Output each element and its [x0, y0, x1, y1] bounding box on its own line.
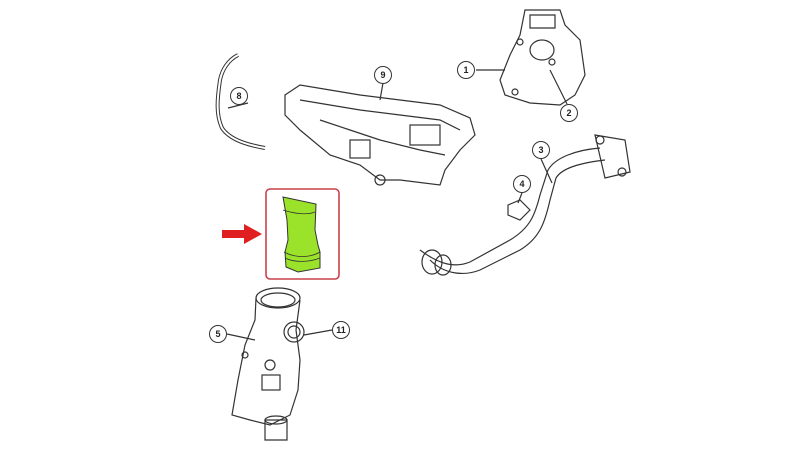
part-9-manifold: [284, 82, 476, 186]
part-8-hose: [215, 53, 266, 150]
red-arrow-icon: [222, 224, 262, 244]
part-1-egr-valve: [476, 9, 586, 106]
callout-1: 1: [457, 61, 475, 79]
callout-8: 8: [230, 87, 248, 105]
callout-2: 2: [560, 104, 578, 122]
callout-11: 11: [332, 321, 350, 339]
part-3-egr-tube: [419, 134, 631, 276]
callout-9: 9: [374, 66, 392, 84]
highlight-frame: [265, 188, 340, 280]
highlighted-air-tube: [282, 196, 321, 273]
callout-4: 4: [513, 175, 531, 193]
callout-5: 5: [209, 325, 227, 343]
callout-3: 3: [532, 141, 550, 159]
part-4-clamp: [507, 192, 531, 221]
part-5-throttle-body: [226, 287, 333, 441]
